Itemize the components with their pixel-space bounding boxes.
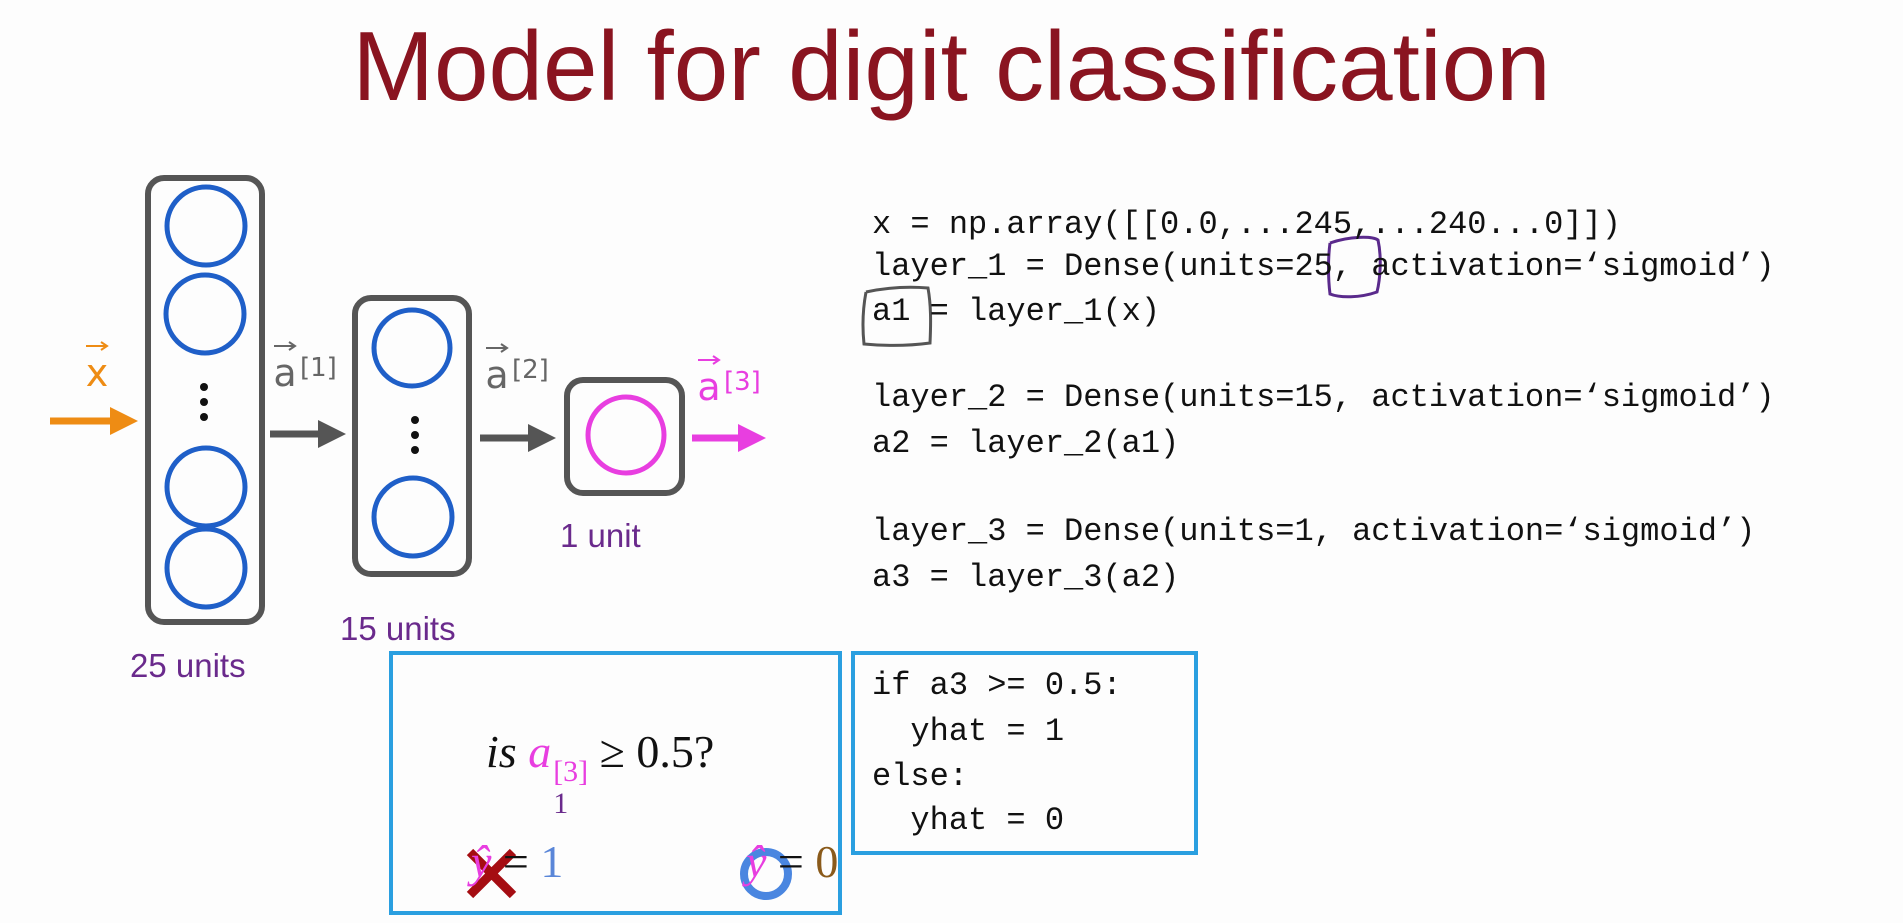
vector-arrow-icon — [486, 343, 509, 353]
vector-arrow-icon — [698, 355, 721, 365]
threshold-code-line: yhat = 1 — [872, 713, 1065, 750]
ellipsis-dot — [200, 398, 208, 406]
cross-icon — [466, 848, 517, 899]
outcome-yhat-0: ŷ = 0 — [746, 836, 839, 887]
input-label-text: x — [85, 351, 109, 395]
neuron — [371, 307, 453, 389]
handdrawn-box-annotation — [861, 285, 933, 347]
neuron — [371, 475, 455, 559]
threshold-code-line: else: — [872, 758, 969, 795]
slide-title: Model for digit classification — [352, 11, 1551, 121]
a3-label: a[3] — [696, 354, 761, 408]
code-line: x = np.array([[0.0,...245,...240...0]]) — [872, 206, 1621, 243]
layer-2-box — [352, 295, 472, 577]
a3-base: a — [697, 365, 721, 409]
vector-arrow-icon — [86, 341, 109, 351]
vector-arrow-icon — [274, 341, 297, 351]
threshold-code-box — [851, 651, 1198, 855]
decision-box — [389, 651, 842, 915]
ellipsis-dot — [411, 431, 419, 439]
ellipsis-dot — [411, 446, 419, 454]
layer-1-units-label: 25 units — [130, 647, 246, 684]
input-label: x — [84, 340, 110, 394]
threshold-question: is a[3]1 ≥ 0.5? — [440, 672, 714, 873]
neuron — [163, 272, 247, 356]
question-var-sub: 1 — [553, 787, 569, 820]
code-line: a3 = layer_3(a2) — [872, 559, 1180, 596]
a2-label: a[2] — [484, 342, 549, 396]
code-line: layer_2 = Dense(units=15, activation=‘si… — [872, 379, 1775, 416]
output-neuron — [585, 394, 667, 476]
a1-label: a[1] — [272, 340, 337, 394]
circle-icon — [740, 848, 792, 900]
a3-sup: [3] — [724, 367, 761, 397]
handdrawn-circle-annotation — [1327, 235, 1382, 299]
question-var: a — [528, 726, 552, 777]
layer-3-units-label: 1 unit — [560, 517, 641, 554]
neuron — [164, 184, 248, 268]
neuron — [164, 526, 248, 610]
a1-base: a — [273, 351, 297, 395]
a2-base: a — [485, 353, 509, 397]
a2-sup: [2] — [512, 355, 549, 385]
question-suffix: ≥ 0.5? — [599, 726, 715, 777]
ellipsis-dot — [200, 383, 208, 391]
code-line: a2 = layer_2(a1) — [872, 425, 1180, 462]
layer-3-box — [564, 377, 685, 496]
a1-sup: [1] — [300, 353, 337, 383]
ellipsis-dot — [411, 416, 419, 424]
threshold-code-line: if a3 >= 0.5: — [872, 667, 1122, 704]
threshold-code-line: yhat = 0 — [872, 802, 1065, 839]
question-prefix: is — [486, 726, 517, 777]
layer-1-box — [145, 175, 265, 625]
code-line: a1 = layer_1(x) — [872, 293, 1161, 330]
code-line: layer_3 = Dense(units=1, activation=‘sig… — [872, 513, 1756, 550]
ellipsis-dot — [200, 413, 208, 421]
outcome-yhat-1: ŷ = 1 — [471, 836, 564, 887]
question-var-sup: [3] — [553, 755, 589, 788]
code-line: layer_1 = Dense(units=25, activation=‘si… — [872, 248, 1775, 285]
neuron — [164, 445, 248, 529]
layer-2-units-label: 15 units — [340, 610, 456, 647]
